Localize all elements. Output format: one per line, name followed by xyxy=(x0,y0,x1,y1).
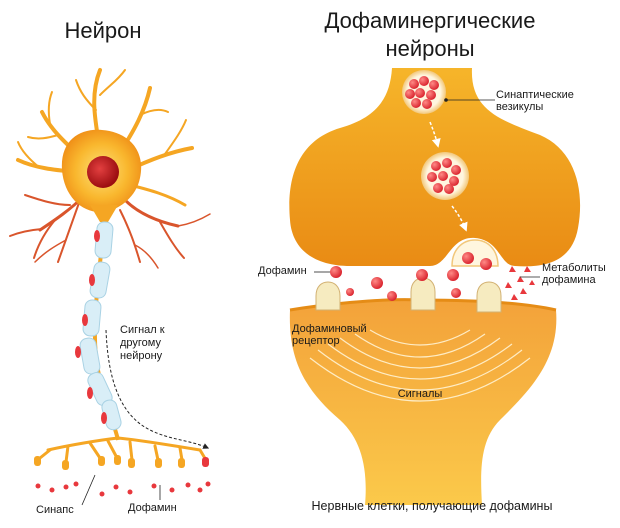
dopamine-receptors xyxy=(315,277,502,313)
vesicle-arrow-1 xyxy=(429,121,441,148)
synapse-label: Синапс xyxy=(36,504,74,516)
dopamine-dots-left xyxy=(35,481,211,497)
postsynaptic-neuron xyxy=(289,299,557,505)
receptor-label-line1: Дофаминовый xyxy=(292,323,367,335)
ranvier-nodes xyxy=(75,230,107,424)
vesicle-arrow-2 xyxy=(451,205,468,232)
neuron-illustration xyxy=(9,68,211,506)
receptor-label-line2: рецептор xyxy=(292,335,340,347)
metabolites-label-line2: дофамина xyxy=(542,274,596,286)
signal-label-line1: Сигнал к xyxy=(120,324,165,336)
signal-arrow xyxy=(105,329,210,449)
bottom-caption: Нервные клетки, получающие дофамины xyxy=(311,499,553,513)
signal-waves xyxy=(309,329,531,402)
dopamine-label-left: Дофамин xyxy=(128,502,177,514)
dopamine-dots-cleft xyxy=(330,252,492,301)
neuron-title: Нейрон xyxy=(64,18,142,43)
axon-terminal-bulbs xyxy=(34,455,209,470)
signal-label-line3: нейрону xyxy=(120,350,163,362)
synaptic-vesicle-middle xyxy=(421,152,469,200)
myelin-sheath xyxy=(79,221,122,431)
dopaminergic-title-line2: нейроны xyxy=(385,36,475,61)
signal-label-line2: другому xyxy=(120,337,161,349)
vesicles-label-line1: Синаптические xyxy=(496,89,574,101)
signals-label: Сигналы xyxy=(397,388,443,400)
metabolites-label-line1: Метаболиты xyxy=(542,262,606,274)
dopamine-label-right: Дофамин xyxy=(258,265,307,277)
synapse-illustration xyxy=(289,68,581,505)
dopamine-metabolites xyxy=(505,266,535,300)
vesicles-label-line2: везикулы xyxy=(496,101,544,113)
synaptic-vesicle-top xyxy=(402,70,446,114)
axon-hillock xyxy=(90,205,118,222)
dopaminergic-title-line1: Дофаминергические xyxy=(324,8,536,33)
nucleus xyxy=(87,156,119,188)
synapse-pointer xyxy=(81,474,96,506)
